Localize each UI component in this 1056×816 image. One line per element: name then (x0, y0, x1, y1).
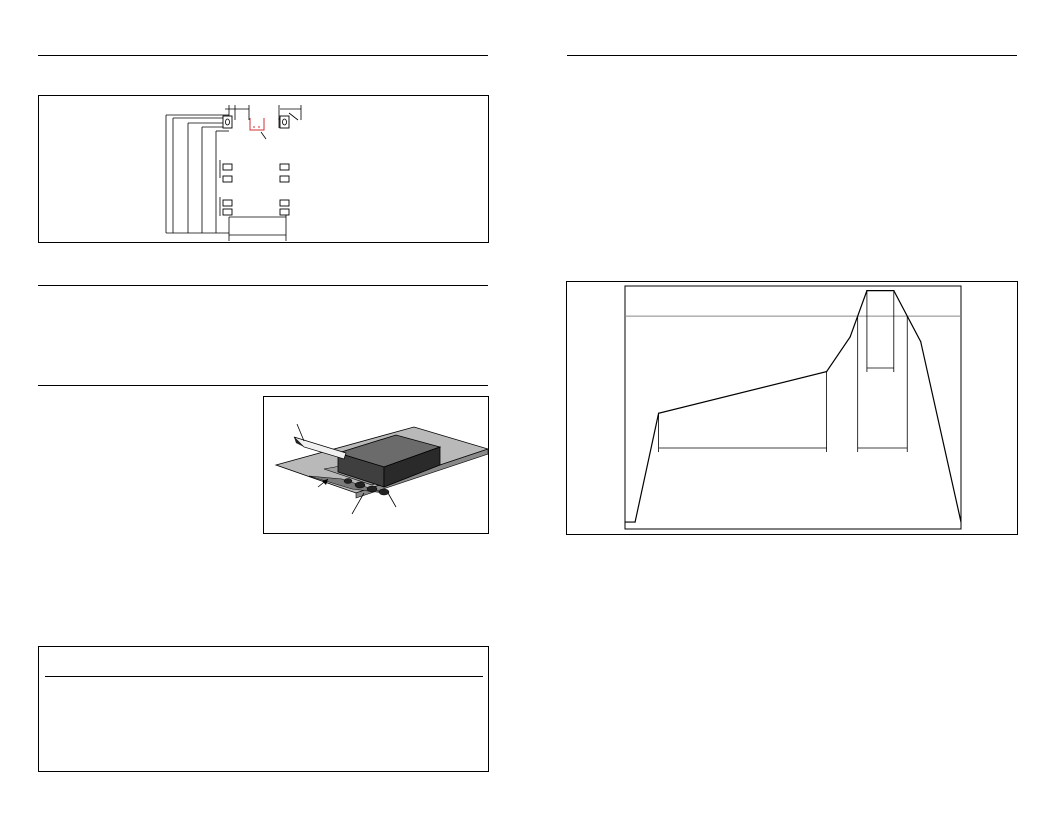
profile-point-4 (849, 336, 851, 338)
left-mid-rule-1 (38, 285, 488, 286)
bga-package-illustration (274, 423, 488, 515)
note-box-rule (45, 676, 483, 677)
reflow-profile-chart (624, 285, 962, 530)
left-mid-rule-2 (38, 385, 488, 386)
profile-series-line-0 (625, 290, 962, 523)
land-pattern-diagram (165, 105, 302, 241)
plot-area (624, 285, 962, 530)
note-box (38, 646, 489, 772)
profile-point-8 (960, 521, 962, 523)
right-top-rule (567, 55, 1017, 56)
profile-point-1 (634, 521, 636, 523)
profile-point-7 (920, 340, 922, 343)
profile-point-0 (624, 521, 626, 523)
left-top-rule (38, 55, 488, 56)
bga-package-figure (263, 396, 489, 534)
profile-chart-frame (566, 281, 1018, 535)
land-pattern-figure (38, 95, 489, 243)
